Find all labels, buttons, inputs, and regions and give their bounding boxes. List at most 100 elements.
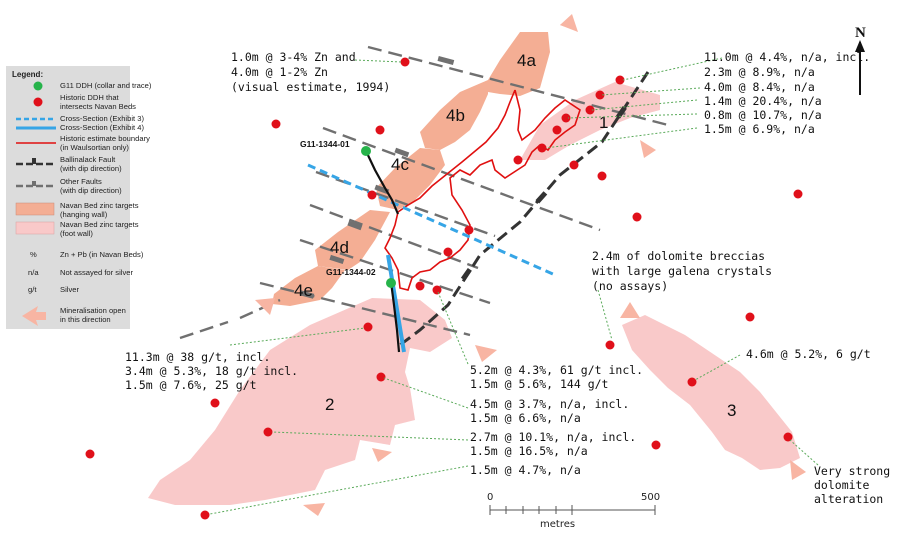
legend-historic-text: Historic DDH that — [60, 93, 120, 102]
zone-4d-label: 4d — [330, 238, 349, 257]
zone-4c-area — [376, 148, 445, 210]
svg-text:4.0m @ 8.4%, n/a: 4.0m @ 8.4%, n/a — [704, 80, 815, 94]
leader-lines — [209, 57, 819, 515]
zone-2-area — [148, 298, 452, 505]
zone-4d-area — [315, 210, 390, 270]
svg-text:4.6m @ 5.2%, 6 g/t: 4.6m @ 5.2%, 6 g/t — [746, 347, 871, 361]
hanging-wall-zones — [272, 32, 550, 306]
north-arrow-icon — [855, 40, 865, 52]
legend-fault-text: Other Faults — [60, 177, 102, 186]
g11-1344-02-collar — [386, 278, 396, 288]
svg-text:(no assays): (no assays) — [592, 279, 668, 293]
ballinalack-fault — [399, 71, 650, 347]
legend-cs4-text: Cross-Section (Exhibit 4) — [60, 123, 144, 132]
g11-1344-02-label: G11-1344-02 — [326, 267, 376, 277]
annotation-mid-3: 2.7m @ 10.1%, n/a, incl. 1.5m @ 16.5%, n… — [470, 430, 636, 458]
svg-text:1.5m @ 7.6%, 25 g/t: 1.5m @ 7.6%, 25 g/t — [125, 378, 257, 392]
annotation-mid-2: 4.5m @ 3.7%, n/a, incl. 1.5m @ 6.6%, n/a — [470, 397, 629, 425]
svg-text:1.5m @ 6.6%, n/a: 1.5m @ 6.6%, n/a — [470, 411, 581, 425]
scale-max: 500 — [641, 492, 660, 503]
g11-1344-01-trace — [365, 150, 400, 215]
north-arrow: N — [855, 25, 866, 95]
open-arrow-icon — [475, 345, 497, 362]
svg-text:1.5m @ 5.6%, 144 g/t: 1.5m @ 5.6%, 144 g/t — [470, 377, 608, 391]
zone-3-area — [622, 315, 800, 470]
svg-text:2.7m @ 10.1%, n/a, incl.: 2.7m @ 10.1%, n/a, incl. — [470, 430, 636, 444]
g11-1344-02-trace — [389, 281, 401, 353]
legend-gt-text: Silver — [60, 285, 79, 294]
annotation-breccia: 2.4m of dolomite breccias with large gal… — [592, 249, 772, 293]
svg-text:5.2m @ 4.3%, 61 g/t incl.: 5.2m @ 4.3%, 61 g/t incl. — [470, 363, 643, 377]
legend-foot-wall-text: Navan Bed zinc targets — [60, 220, 139, 229]
annotation-mid-4: 1.5m @ 4.7%, n/a — [470, 463, 581, 477]
north-label: N — [855, 25, 866, 41]
legend: Legend: G11 DDH (collar and trace) Histo… — [6, 66, 152, 329]
legend-na-text: Not assayed for silver — [60, 268, 133, 277]
svg-text:11.0m @ 4.4%, n/a, incl.: 11.0m @ 4.4%, n/a, incl. — [704, 50, 870, 64]
legend-g11-text: G11 DDH (collar and trace) — [60, 81, 152, 90]
legend-ballinalack-text: Ballinalack Fault — [60, 155, 116, 164]
open-arrow-icon — [303, 503, 325, 516]
legend-fault-text-2: (with dip direction) — [60, 186, 122, 195]
svg-text:2.4m of dolomite breccias: 2.4m of dolomite breccias — [592, 249, 765, 263]
svg-text:dolomite: dolomite — [814, 478, 869, 492]
annotation-top-right-2: 4.0m @ 8.4%, n/a 1.4m @ 20.4%, n/a 0.8m … — [704, 80, 822, 136]
g11-1344-01-label: G11-1344-01 — [300, 139, 350, 149]
annotation-dolomite: Very strong dolomite alteration — [814, 464, 890, 506]
open-arrow-icon — [255, 298, 275, 315]
zone-4e-area — [272, 266, 345, 306]
legend-background — [6, 66, 130, 329]
legend-foot-wall-icon — [15, 221, 55, 235]
svg-text:1.5m @ 16.5%, n/a: 1.5m @ 16.5%, n/a — [470, 444, 588, 458]
zone-3-label: 3 — [727, 401, 736, 420]
svg-text:with large galena crystals: with large galena crystals — [592, 264, 772, 278]
svg-text:0.8m @ 10.7%, n/a: 0.8m @ 10.7%, n/a — [704, 108, 822, 122]
open-direction-arrows — [255, 14, 806, 516]
open-arrow-icon — [560, 22, 575, 30]
legend-gt-symbol: g/t — [28, 285, 37, 294]
svg-text:11.3m @ 38 g/t, incl.: 11.3m @ 38 g/t, incl. — [125, 350, 270, 364]
open-arrow-icon — [372, 448, 392, 462]
annotation-top-left: 1.0m @ 3-4% Zn and 4.0m @ 1-2% Zn (visua… — [231, 50, 390, 94]
legend-hanging-wall-icon — [15, 202, 55, 216]
svg-text:4.5m @ 3.7%, n/a, incl.: 4.5m @ 3.7%, n/a, incl. — [470, 397, 629, 411]
zone-2-label: 2 — [325, 395, 334, 414]
svg-text:4.0m @ 1-2% Zn: 4.0m @ 1-2% Zn — [231, 65, 328, 79]
zone-4b-area — [420, 80, 488, 150]
svg-text:3.4m @ 5.3%, 18 g/t incl.: 3.4m @ 5.3%, 18 g/t incl. — [125, 364, 298, 378]
legend-na-symbol: n/a — [28, 268, 39, 277]
ballinalack-ticks — [460, 105, 627, 281]
legend-title: Legend: — [12, 70, 43, 79]
svg-text:(visual estimate, 1994): (visual estimate, 1994) — [231, 80, 390, 94]
svg-text:1.5m @ 6.9%, n/a: 1.5m @ 6.9%, n/a — [704, 122, 815, 136]
svg-text:2.3m @ 8.9%, n/a: 2.3m @ 8.9%, n/a — [704, 65, 815, 79]
legend-boundary-text-2: (in Waulsortian only) — [60, 143, 129, 152]
legend-ballinalack-text-2: (with dip direction) — [60, 164, 122, 173]
annotation-mid-1: 5.2m @ 4.3%, 61 g/t incl. 1.5m @ 5.6%, 1… — [470, 363, 643, 391]
svg-text:alteration: alteration — [814, 492, 883, 506]
scale-bar: 0 500 metres — [487, 492, 660, 530]
svg-text:1.0m @ 3-4% Zn and: 1.0m @ 3-4% Zn and — [231, 50, 356, 64]
zone-4a-area — [488, 32, 550, 96]
cross-section-exhibit-4 — [386, 254, 406, 353]
annotation-left: 11.3m @ 38 g/t, incl. 3.4m @ 5.3%, 18 g/… — [125, 350, 298, 392]
zone-4b-label: 4b — [446, 106, 465, 125]
g11-1344-01-collar — [361, 146, 371, 156]
legend-pct-text: Zn + Pb (in Navan Beds) — [60, 250, 144, 259]
legend-open-text-2: in this direction — [60, 315, 111, 324]
historic-ddh-dots — [85, 57, 803, 520]
open-arrow-icon — [640, 140, 656, 158]
historic-estimate-boundary — [384, 89, 581, 291]
legend-foot-wall-text-2: (foot wall) — [60, 229, 93, 238]
fault-dip-ticks — [299, 55, 455, 299]
scale-min: 0 — [487, 492, 493, 503]
svg-text:1.4m @ 20.4%, n/a: 1.4m @ 20.4%, n/a — [704, 94, 822, 108]
zone-4a-label: 4a — [517, 51, 536, 70]
svg-text:1.5m @ 4.7%, n/a: 1.5m @ 4.7%, n/a — [470, 463, 581, 477]
cross-section-exhibit-3 — [307, 163, 556, 277]
legend-open-text: Mineralisation open — [60, 306, 126, 315]
svg-text:Very strong: Very strong — [814, 464, 890, 478]
annotation-top-right-1: 11.0m @ 4.4%, n/a, incl. 2.3m @ 8.9%, n/… — [704, 50, 870, 79]
zone-4c-label: 4c — [391, 155, 409, 174]
